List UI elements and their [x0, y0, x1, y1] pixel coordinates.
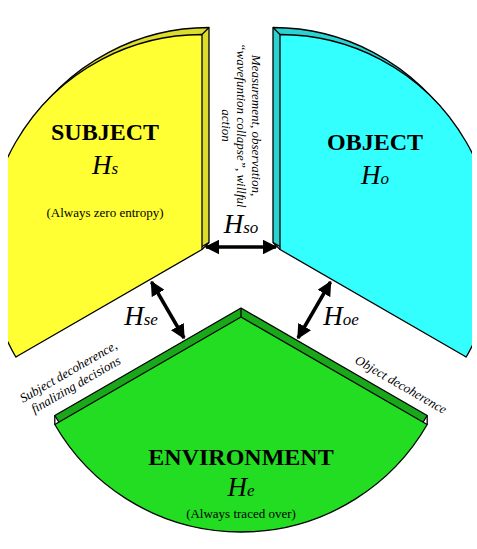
hamiltonian-label: Hse	[124, 301, 158, 335]
double-arrow	[152, 282, 185, 338]
hamiltonian-label: Hoe	[323, 301, 359, 335]
wedge-edge	[273, 243, 280, 250]
node-title: OBJECT	[300, 128, 450, 156]
double-arrow	[206, 245, 276, 249]
wedge-edge	[427, 416, 428, 425]
hamiltonian-symbol: Ho	[300, 160, 450, 194]
wedge-outline	[48, 300, 436, 540]
node-title: SUBJECT	[20, 118, 190, 146]
hamiltonian-symbol: Hs	[20, 150, 190, 184]
environment-wedge: ENVIRONMENTHe(Always traced over)	[48, 300, 436, 540]
object-wedge: OBJECT Ho	[264, 22, 472, 366]
wedge-edge	[54, 416, 55, 425]
wedge-edge	[273, 28, 280, 35]
node-note: (Always traced over)	[121, 506, 361, 522]
subject-wedge: SUBJECT Hs (Always zero entropy)	[8, 22, 220, 366]
node-title: ENVIRONMENT	[121, 443, 361, 471]
wedge-edge	[202, 243, 209, 250]
measurement-note: Measurement, observation, “wavefuntion c…	[219, 40, 264, 210]
wedge-outline	[8, 22, 220, 366]
double-arrow	[298, 282, 331, 338]
wedge-edge	[240, 308, 241, 317]
hamiltonian-label: Hso	[224, 209, 259, 243]
hamiltonian-symbol: He	[121, 472, 361, 506]
wedge-front-face	[8, 35, 202, 358]
wedge-front-face	[280, 35, 472, 358]
node-note: (Always zero entropy)	[20, 205, 190, 221]
wedge-front-face	[55, 317, 427, 532]
wedge-edge	[202, 28, 209, 35]
wedge-outline	[264, 22, 472, 366]
